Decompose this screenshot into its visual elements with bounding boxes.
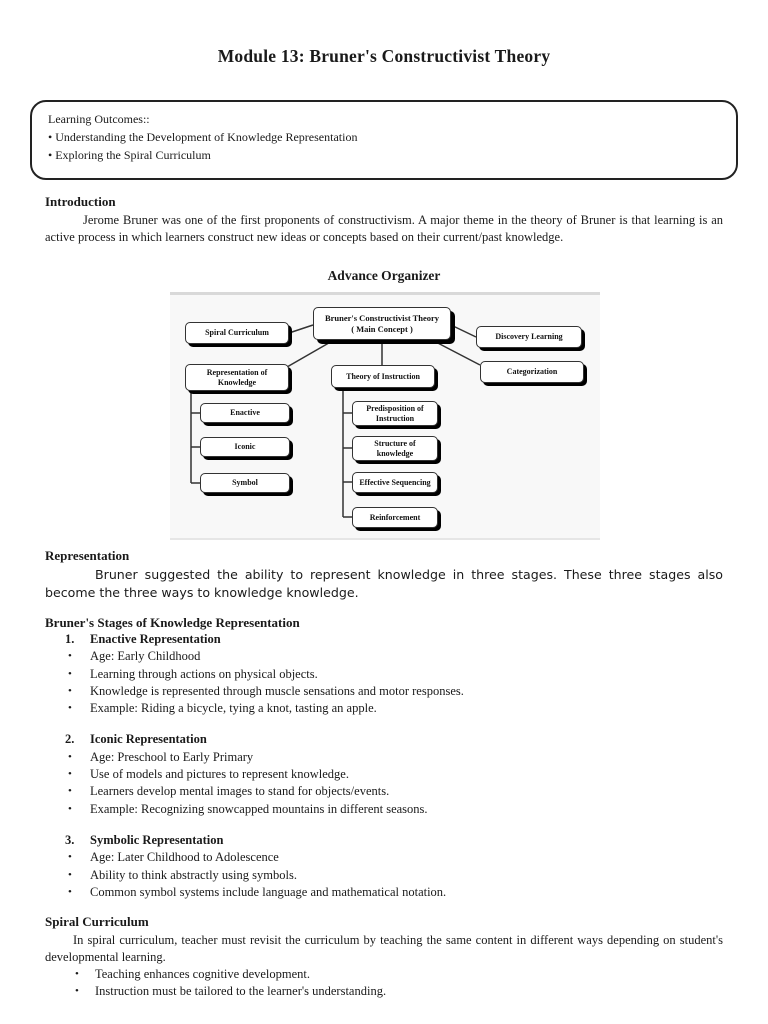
representation-paragraph: Bruner suggested the ability to represen… bbox=[45, 567, 723, 600]
bullet-icon: • bbox=[68, 684, 72, 697]
diagram-node-symbol: Symbol bbox=[200, 473, 290, 493]
list-item: • Ability to think abstractly using symbo… bbox=[45, 867, 723, 884]
diagram-node-effective-sequencing: Effective Sequencing bbox=[352, 472, 438, 493]
diagram-node-reinforcement: Reinforcement bbox=[352, 507, 438, 528]
list-item: • Knowledge is represented through muscle… bbox=[45, 683, 723, 700]
list-item-text: Ability to think abstractly using symbol… bbox=[90, 867, 297, 882]
stage-number: 2. bbox=[65, 732, 75, 747]
bullet-icon: • bbox=[68, 802, 72, 815]
advance-organizer-heading: Advance Organizer bbox=[327, 268, 441, 283]
list-item: • Use of models and pictures to represent… bbox=[45, 766, 723, 783]
diagram-node-iconic: Iconic bbox=[200, 437, 290, 457]
page-title: Module 13: Bruner's Constructivist Theor… bbox=[217, 46, 551, 66]
list-item: • Age: Early Childhood bbox=[45, 648, 723, 665]
list-item-text: Teaching enhances cognitive development. bbox=[95, 967, 311, 982]
stage-title-row: 2. Iconic Representation bbox=[45, 731, 723, 748]
stage-number: 3. bbox=[65, 832, 75, 847]
bullet-icon: • bbox=[68, 750, 72, 763]
bullet-icon: • bbox=[75, 968, 79, 981]
bullet-icon: • bbox=[68, 885, 72, 898]
diagram-node-theory-of-instruction: Theory of Instruction bbox=[331, 365, 435, 388]
list-item: • Teaching enhances cognitive development… bbox=[45, 966, 723, 983]
list-item-text: Learning through actions on physical obj… bbox=[90, 666, 318, 681]
learning-outcomes-label: Learning Outcomes:: bbox=[48, 112, 150, 126]
list-item-text: Use of models and pictures to represent … bbox=[90, 767, 349, 782]
main-concept-line2: ( Main Concept ) bbox=[351, 323, 413, 334]
list-item: • Learners develop mental images to stand… bbox=[45, 783, 723, 800]
list-item-text: Instruction must be tailored to the lear… bbox=[95, 984, 387, 999]
main-concept-line1: Bruner's Constructivist Theory bbox=[324, 312, 440, 323]
advance-organizer-diagram: Bruner's Constructivist Theory ( Main Co… bbox=[170, 292, 600, 540]
bullet-icon: • bbox=[68, 851, 72, 864]
stage-title-row: 1. Enactive Representation bbox=[45, 631, 723, 648]
bullet-icon: • bbox=[68, 768, 72, 781]
diagram-node-representation-of-knowledge: Representation of Knowledge bbox=[185, 364, 289, 391]
stage-title: Iconic Representation bbox=[90, 732, 207, 747]
learning-outcomes-box: Learning Outcomes:: • Understanding the … bbox=[30, 100, 738, 180]
list-item-text: Age: Later Childhood to Adolescence bbox=[90, 850, 279, 865]
bullet-icon: • bbox=[68, 650, 72, 663]
list-item-text: Age: Early Childhood bbox=[90, 649, 201, 664]
learning-outcome-item: • Exploring the Spiral Curriculum bbox=[48, 148, 211, 162]
bullet-icon: • bbox=[68, 868, 72, 881]
introduction-heading: Introduction bbox=[45, 194, 116, 209]
bullet-icon: • bbox=[68, 702, 72, 715]
list-item: • Age: Later Childhood to Adolescence bbox=[45, 849, 723, 866]
list-item-text: Knowledge is represented through muscle … bbox=[90, 683, 464, 698]
diagram-connector-lines bbox=[190, 324, 481, 518]
list-item-text: Common symbol systems include language a… bbox=[90, 884, 447, 899]
bullet-icon: • bbox=[75, 985, 79, 998]
diagram-node-spiral-curriculum: Spiral Curriculum bbox=[185, 322, 289, 344]
representation-heading: Representation bbox=[45, 548, 130, 563]
list-item: • Instruction must be tailored to the lea… bbox=[45, 983, 723, 1000]
diagram-node-discovery-learning: Discovery Learning bbox=[476, 326, 582, 348]
list-item: • Example: Riding a bicycle, tying a knot… bbox=[45, 700, 723, 717]
stage-title: Symbolic Representation bbox=[90, 832, 224, 847]
list-item: • Learning through actions on physical ob… bbox=[45, 666, 723, 683]
list-item: • Age: Preschool to Early Primary bbox=[45, 749, 723, 766]
diagram-node-predisposition-of-instruction: Predisposition of Instruction bbox=[352, 401, 438, 426]
stages-heading: Bruner's Stages of Knowledge Representat… bbox=[45, 615, 300, 630]
stage-title: Enactive Representation bbox=[90, 632, 221, 646]
list-item: • Common symbol systems include language … bbox=[45, 884, 723, 901]
list-item-text: Example: Recognizing snowcapped mountain… bbox=[90, 801, 428, 816]
spiral-curriculum-heading: Spiral Curriculum bbox=[45, 914, 149, 930]
spiral-curriculum-paragraph: In spiral curriculum, teacher must revis… bbox=[45, 933, 723, 965]
bullet-icon: • bbox=[68, 785, 72, 798]
stage-number: 1. bbox=[65, 632, 75, 646]
diagram-node-main-concept: Bruner's Constructivist Theory ( Main Co… bbox=[313, 307, 451, 340]
learning-outcome-item: • Understanding the Development of Knowl… bbox=[48, 130, 358, 144]
list-item-text: Age: Preschool to Early Primary bbox=[90, 749, 254, 764]
introduction-paragraph: Jerome Bruner was one of the first propo… bbox=[45, 213, 723, 244]
diagram-node-structure-of-knowledge: Structure of knowledge bbox=[352, 436, 438, 461]
bullet-icon: • bbox=[68, 667, 72, 680]
list-item-text: Example: Riding a bicycle, tying a knot,… bbox=[90, 701, 377, 716]
list-item: • Example: Recognizing snowcapped mountai… bbox=[45, 801, 723, 818]
diagram-node-categorization: Categorization bbox=[480, 361, 584, 383]
list-item-text: Learners develop mental images to stand … bbox=[90, 784, 390, 799]
stage-title-row: 3. Symbolic Representation bbox=[45, 832, 723, 849]
diagram-node-enactive: Enactive bbox=[200, 403, 290, 423]
